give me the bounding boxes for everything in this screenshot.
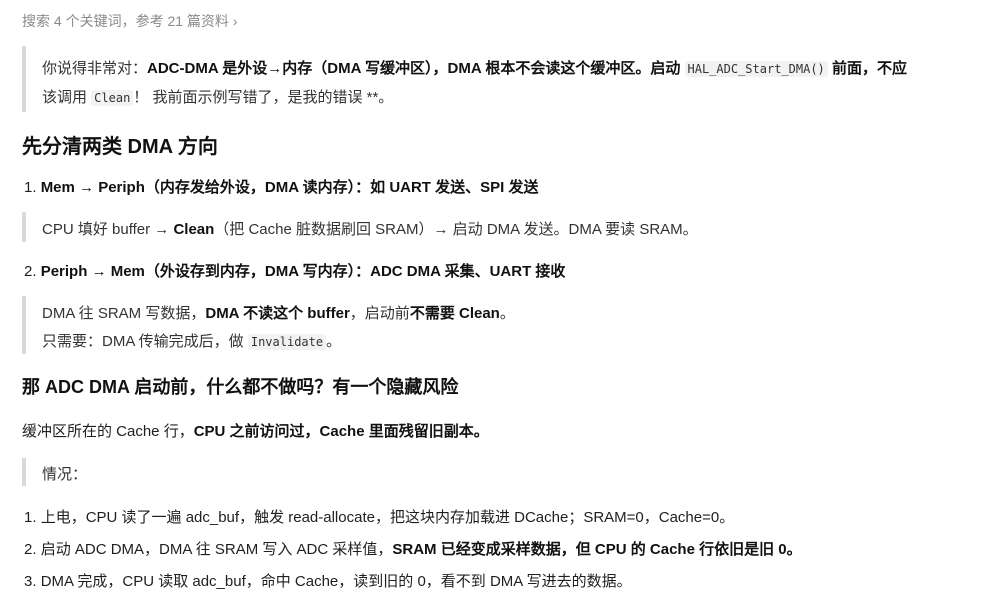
quote-line-1: DMA 往 SRAM 写数据，DMA 不读这个 buffer，启动前不需要 Cl… (42, 305, 515, 322)
list-item-mem-to-periph: 1. Mem → Periph（内存发给外设，DMA 读内存）：如 UART 发… (24, 179, 539, 196)
code-clean: Clean (91, 90, 134, 106)
code-invalidate: Invalidate (247, 334, 327, 350)
search-sources-link[interactable]: 搜索 4 个关键词，参考 21 篇资料› (22, 11, 238, 31)
quote-text: 情况： (42, 466, 88, 483)
blockquote-mem-to-periph: CPU 填好 buffer → Clean（把 Cache 脏数据刷回 SRAM… (22, 212, 786, 242)
list-item-step-2: 2. 启动 ADC DMA，DMA 往 SRAM 写入 ADC 采样值，SRAM… (24, 541, 802, 558)
section-heading-dma-directions: 先分清两类 DMA 方向 (22, 136, 218, 158)
search-meta-text: 搜索 4 个关键词，参考 21 篇资料 (22, 13, 229, 29)
list-item-step-3: 3. DMA 完成，CPU 读取 adc_buf，命中 Cache，读到旧的 0… (24, 573, 632, 590)
chevron-right-icon: › (232, 13, 238, 29)
paragraph-cache-line: 缓冲区所在的 Cache 行，CPU 之前访问过，Cache 里面残留旧副本。 (22, 423, 489, 440)
section-heading-hidden-risk: 那 ADC DMA 启动前，什么都不做吗？有一个隐藏风险 (22, 377, 459, 397)
code-hal-adc-start-dma: HAL_ADC_Start_DMA() (684, 61, 828, 77)
blockquote-correction: 你说得非常对：ADC-DMA 是外设→内存（DMA 写缓冲区），DMA 根本不会… (22, 46, 982, 112)
list-item-periph-to-mem: 2. Periph → Mem（外设存到内存，DMA 写内存）：ADC DMA … (24, 263, 566, 280)
blockquote-situation: 情况： (22, 458, 326, 486)
quote-line-2: 只需要：DMA 传输完成后，做 Invalidate。 (42, 333, 342, 350)
quote-line: CPU 填好 buffer → Clean（把 Cache 脏数据刷回 SRAM… (42, 221, 698, 238)
quote-line-2: 该调用 Clean！ 我前面示例写错了，是我的错误 **。 (42, 89, 394, 106)
quote-line-1: 你说得非常对：ADC-DMA 是外设→内存（DMA 写缓冲区），DMA 根本不会… (42, 60, 907, 77)
blockquote-periph-to-mem: DMA 往 SRAM 写数据，DMA 不读这个 buffer，启动前不需要 Cl… (22, 296, 626, 354)
list-item-step-1: 1. 上电，CPU 读了一遍 adc_buf，触发 read-allocate，… (24, 509, 735, 526)
